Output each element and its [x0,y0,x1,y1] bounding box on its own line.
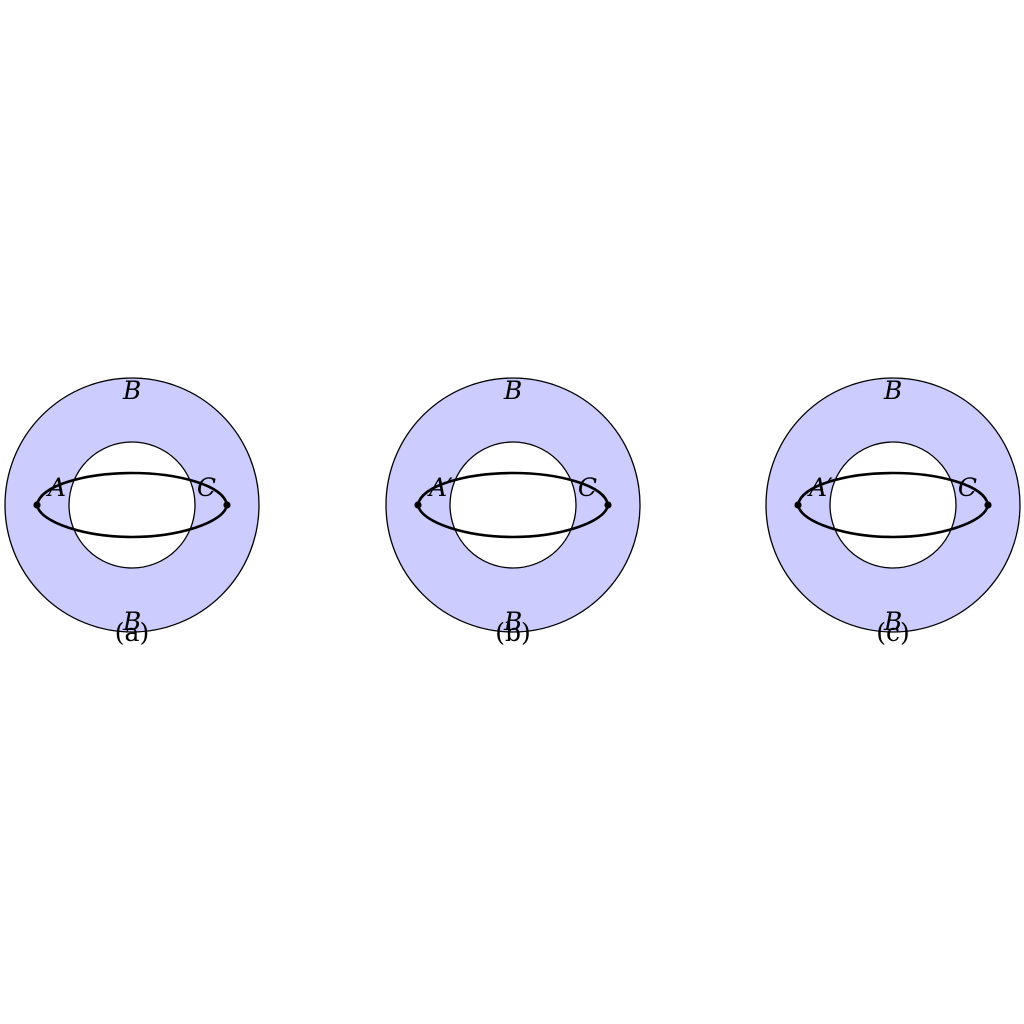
label-top: B [883,376,902,405]
panel-b: B B A′ C (b) [385,376,641,647]
inner-circle [829,441,957,569]
label-left: A′ [427,473,453,502]
panel-caption: (c) [876,618,910,647]
left-point [414,501,422,509]
label-right: C [578,473,597,502]
panel-a: B B A C (a) [4,376,260,647]
outer-circle [4,377,260,633]
panel-caption: (b) [495,618,531,647]
inner-circle [449,441,577,569]
label-right: C [197,473,216,502]
label-top: B [503,376,522,405]
annulus-region [766,378,1020,632]
label-left: A [46,473,66,502]
lower-arc [796,504,990,539]
upper-arc [35,471,229,506]
panel-caption: (a) [115,618,149,647]
upper-arc [796,471,990,506]
annulus-region [386,378,640,632]
right-point [223,501,231,509]
right-point [984,501,992,509]
panel-c: B B A′ C (c) [765,376,1021,647]
label-bottom: B [122,607,141,636]
label-bottom: B [883,607,902,636]
label-left: A′ [807,473,833,502]
label-bottom: B [503,607,522,636]
outer-circle [765,377,1021,633]
lower-arc [416,504,610,539]
upper-arc [416,471,610,506]
left-point [33,501,41,509]
annulus-region [5,378,259,632]
right-point [604,501,612,509]
label-top: B [122,376,141,405]
left-point [794,501,802,509]
outer-circle [385,377,641,633]
inner-circle [68,441,196,569]
label-right: C [958,473,977,502]
lower-arc [35,504,229,539]
